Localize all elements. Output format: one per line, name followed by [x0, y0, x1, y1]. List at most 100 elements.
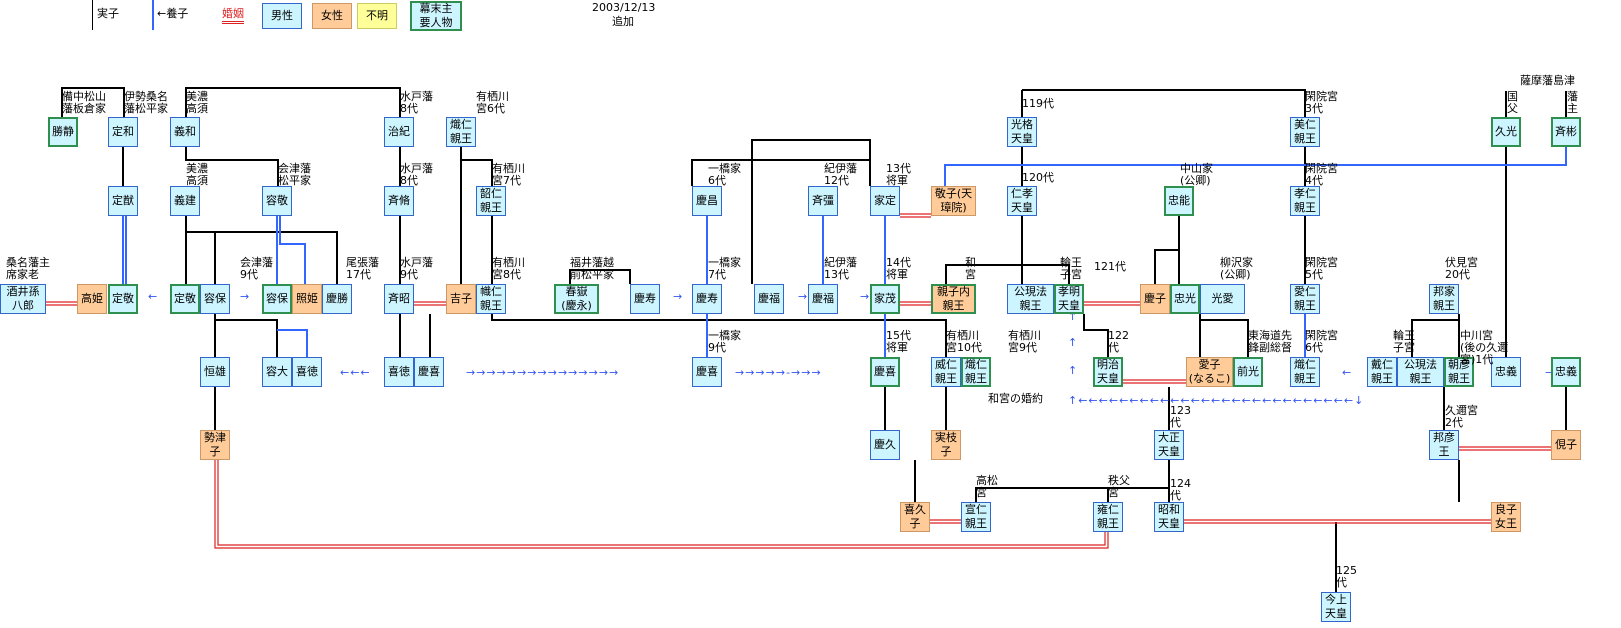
person-box-naruko: 愛子 (なるこ) — [1186, 357, 1233, 387]
lineage-label: 中山家 (公卿) — [1180, 162, 1213, 187]
real-child-line — [1199, 314, 1249, 357]
betrothal-arrow: ↑ — [1068, 364, 1079, 377]
lineage-label: 120代 — [1022, 171, 1054, 184]
person-box-nobuhito: 宣仁 親王 — [961, 502, 991, 532]
real-child-line — [61, 87, 125, 117]
lineage-label: 国 父 — [1507, 90, 1518, 115]
real-child-line — [1083, 314, 1109, 357]
real-child-line — [1411, 314, 1460, 357]
marriage-line — [214, 460, 1109, 549]
real-child-line — [491, 314, 947, 357]
lineage-label: 美濃 高須 — [186, 162, 208, 187]
person-box-iemochi: 家茂 — [870, 284, 900, 314]
lineage-label: 和宮の婚約 — [988, 392, 1043, 405]
person-box-terahime: 照姫 — [292, 284, 322, 314]
lineage-label: 伊勢桑名 藩松平家 — [124, 90, 168, 115]
person-box-sadakazu: 定和 — [108, 117, 138, 147]
person-box-tsuneo: 恒雄 — [200, 357, 230, 387]
adoption-line — [277, 329, 308, 357]
person-box-takahito: 熾仁 親王 — [446, 117, 476, 147]
lineage-label: 輪王 子宮 — [1060, 256, 1082, 281]
lineage-label: 一橋家 9代 — [708, 329, 741, 354]
person-box-takahito5: 戴仁 親王 — [1367, 357, 1397, 387]
person-box-iesada: 家定 — [870, 186, 900, 216]
adopt-arrow: →→→→→-→→→ — [735, 366, 822, 379]
lineage-label: 一橋家 7代 — [708, 256, 741, 281]
person-box-hisamitsu: 久光 — [1491, 117, 1521, 147]
person-box-mitsuchika: 光愛 — [1200, 284, 1245, 314]
lineage-label: 有栖川 宮7代 — [492, 162, 525, 187]
adopt-arrow: ←←← — [340, 366, 371, 379]
person-box-yoshihisa: 慶寿 — [692, 284, 722, 314]
lineage-label: 尾張藩 17代 — [346, 256, 379, 281]
legend-female: 女性 — [312, 3, 352, 29]
person-box-haruhito: 美仁 親王 — [1290, 117, 1320, 147]
person-box-sakai: 酒井孫 八郎 — [0, 284, 46, 314]
real-child-line — [1107, 487, 1169, 502]
person-box-yoshinobu_a: 慶喜 — [414, 357, 444, 387]
lineage-label: 閑院宮 6代 — [1305, 329, 1338, 354]
person-box-heisei: 今上 天皇 — [1321, 592, 1351, 622]
update-note: 追加 — [612, 15, 634, 28]
person-box-katahiro: 容大 — [262, 357, 292, 387]
person-box-taisho: 大正 天皇 — [1154, 430, 1184, 460]
adoption-line — [279, 216, 306, 284]
legend-key-person: 幕末主 要人物 — [410, 1, 462, 31]
person-box-kokaku: 光格 天皇 — [1007, 117, 1037, 147]
real-child-line — [569, 269, 631, 284]
betrothal-arrow: ↑←←←←←←←←←←←←←←←←←←←←←←←←←←←↓ — [1068, 394, 1365, 407]
person-box-himeji: 高姫 — [77, 284, 107, 314]
lineage-label: 有栖川 宮10代 — [946, 329, 982, 354]
lineage-label: 桑名藩主 席家老 — [6, 256, 50, 281]
person-box-kuniyoshi: 邦彦 王 — [1429, 430, 1459, 460]
person-box-yoshinobu_b: 慶喜 — [692, 357, 722, 387]
lineage-label: 久邇宮 2代 — [1445, 404, 1478, 429]
lineage-label: 備中松山 藩板倉家 — [62, 90, 106, 115]
person-box-mieko: 実枝 子 — [931, 430, 961, 460]
adopt-arrow: ← — [148, 290, 159, 303]
person-box-yoshiko: 吉子 — [446, 284, 476, 314]
real-child-line — [1154, 249, 1179, 284]
lineage-label: 122 代 — [1108, 329, 1129, 354]
legend-male: 男性 — [262, 3, 302, 29]
person-box-yoshitatsu: 義建 — [170, 186, 200, 216]
lineage-label: 有栖川 宮6代 — [476, 90, 509, 115]
person-box-nariakira2: 斉昭 — [384, 284, 414, 314]
lineage-label: 15代 将軍 — [886, 329, 911, 354]
lineage-label: 水戸藩 8代 — [400, 162, 433, 187]
lineage-label: 和 宮 — [965, 256, 976, 281]
person-box-kuniie: 邦家 親王 — [1429, 284, 1459, 314]
adopt-arrow: →→→→→→→→→→→→→→→ — [466, 366, 620, 379]
person-box-atsuko: 敬子(天 璋院) — [931, 186, 976, 216]
legend-adopted: ←養子 — [152, 0, 188, 30]
real-child-line — [186, 231, 338, 284]
lineage-label: 14代 将軍 — [886, 256, 911, 281]
person-box-nobunori: 喜徳 — [292, 357, 322, 387]
person-box-yoshikatsu: 慶勝 — [322, 284, 352, 314]
person-box-kinhide: 公現法 親王 — [1007, 284, 1054, 314]
person-box-tadayoshi2: 忠義 — [1551, 357, 1581, 387]
person-box-yoshihisa2: 慶久 — [870, 430, 900, 460]
lineage-label: 121代 — [1094, 260, 1126, 273]
lineage-label: 高松 宮 — [976, 474, 998, 499]
real-child-line — [1022, 264, 1070, 284]
person-box-sadaaki2: 定敬 — [170, 284, 200, 314]
lineage-label: 東海道先 鋒副総督 — [1248, 329, 1292, 354]
adopt-arrow: ← — [1342, 366, 1353, 379]
update-date: 2003/12/13 — [592, 1, 656, 14]
person-box-takahito2: 孝仁 親王 — [1290, 186, 1320, 216]
person-box-kikuko: 喜久 子 — [900, 502, 930, 532]
person-box-katataka: 容敬 — [262, 186, 292, 216]
person-box-meiji: 明治 天皇 — [1093, 357, 1123, 387]
real-child-line — [1022, 89, 1306, 117]
person-box-katamori_a: 容保 — [200, 284, 230, 314]
lineage-label: 閑院宮 5代 — [1305, 256, 1338, 281]
person-box-narinori: 斉彊 — [808, 186, 838, 216]
lineage-label: 藩 主 — [1567, 90, 1578, 115]
person-box-yoshitomi2: 慶福 — [808, 284, 838, 314]
person-box-yoshiatsu: 喜徳 — [384, 357, 414, 387]
person-box-taruhito: 熾仁 親王 — [961, 357, 991, 387]
lineage-label: 薩摩藩島津 — [1520, 74, 1575, 87]
